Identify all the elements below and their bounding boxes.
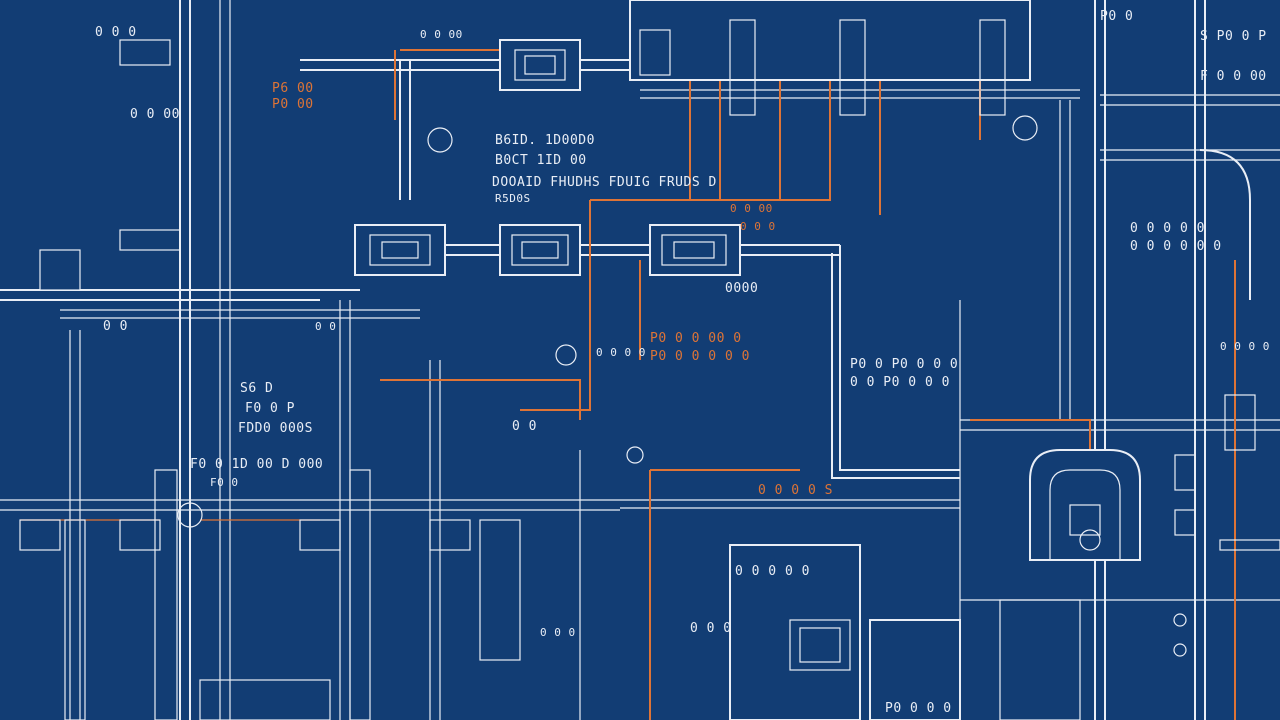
right-elbow <box>1199 149 1251 300</box>
label-title-1: B6ID. 1D00D0 <box>495 133 595 148</box>
label-bottom-small-2: 0 0 0 <box>540 626 576 639</box>
valve-circle <box>626 446 644 464</box>
label-top-left-code: 0 0 0 <box>95 25 137 40</box>
right-top-branch <box>1100 94 1280 106</box>
label-bottom-center-1: 0 0 0 0 0 <box>735 564 810 579</box>
label-title-4: R5D0S <box>495 192 531 205</box>
label-small-tag-1: 0 0 00 <box>420 28 463 41</box>
accent-line-bottom <box>649 469 800 720</box>
label-right-top-3: F 0 0 00 <box>1200 69 1267 84</box>
label-right-mid-2: 0 0 0 0 0 0 <box>1130 239 1222 254</box>
label-orange-tag-2: P0 00 <box>272 97 314 112</box>
label-bottom-left-1: F0 0 1D 00 D 000 <box>190 457 323 472</box>
mid-left-branch <box>60 309 420 319</box>
accent-upper-left <box>394 49 500 120</box>
valve-circle <box>1079 529 1101 551</box>
upper-riser <box>399 60 411 200</box>
lower-left-header <box>0 499 620 511</box>
label-left-group-1: S6 D <box>240 381 273 396</box>
accent-drops <box>779 75 881 215</box>
right-vertical-2 <box>1194 0 1206 720</box>
valve-circle <box>427 127 453 153</box>
label-right-side-1: 0 0 0 0 <box>1220 340 1270 353</box>
label-left-2: 0 0 <box>315 320 336 333</box>
right-gauges <box>1174 394 1280 551</box>
accent-line-top <box>650 74 981 140</box>
label-orange-bottom: 0 0 0 0 S <box>758 483 833 498</box>
valves <box>177 115 1187 657</box>
label-left-group-3: FDD0 000S <box>238 421 313 436</box>
left-vertical-secondary <box>219 0 231 720</box>
valve-circle <box>1173 643 1187 657</box>
mid-right-elbow <box>831 245 960 479</box>
label-right-block-1: P0 0 P0 0 0 0 <box>850 357 958 372</box>
valve-circle <box>1012 115 1038 141</box>
label-bottom-small-3: 0 0 0 0 <box>596 346 646 359</box>
label-title-2: B0CT 1ID 00 <box>495 153 587 168</box>
pump-unit-mid-3 <box>649 224 741 276</box>
tank-right <box>1029 449 1141 561</box>
right-vertical-main <box>1094 0 1106 720</box>
label-right-block-2: 0 0 P0 0 0 0 <box>850 375 950 390</box>
label-mid-tag-2: 0 0 0 <box>740 220 776 233</box>
annotations: 0 0 0 0 0 00 B6ID. 1D00D0 B0CT 1ID 00 DO… <box>95 9 1270 716</box>
accent-line-mid <box>590 75 721 201</box>
accent-line-left <box>520 200 591 411</box>
left-branch-riser <box>69 330 81 720</box>
valve-circle <box>177 502 203 528</box>
column-bank-bottom-left <box>19 469 521 720</box>
label-right-mid-1: 0 0 0 0 0 <box>1130 221 1205 236</box>
valve-circle <box>555 344 577 366</box>
pump-unit-mid-2 <box>499 224 581 276</box>
left-control-panel <box>39 39 181 291</box>
bottom-center-unit <box>729 544 861 720</box>
valve-circle <box>1173 613 1187 627</box>
accent-line-top-loop <box>689 75 831 201</box>
label-center-tag: 0000 <box>725 281 758 296</box>
equipment <box>19 0 1280 720</box>
pump-unit-top <box>499 39 581 91</box>
lower-center-header <box>620 499 960 509</box>
label-bottom-right-1: P0 0 0 0 <box>885 701 952 716</box>
pump-unit-mid-1 <box>354 224 446 276</box>
label-orange-tag-1: P6 00 <box>272 81 314 96</box>
accent-right <box>970 419 1091 460</box>
label-right-top-2: S P0 0 P <box>1200 29 1267 44</box>
right-mid-riser <box>1059 100 1071 420</box>
label-left-group-2: F0 0 P <box>245 401 295 416</box>
right-upper-branch <box>1100 149 1280 161</box>
bottom-right-unit <box>869 599 1081 720</box>
upper-return-line <box>640 89 1080 99</box>
label-orange-center-1: P0 0 0 00 0 <box>650 331 742 346</box>
label-left-1: 0 0 <box>103 319 128 334</box>
accent-lines <box>20 49 1236 720</box>
mid-riser-2 <box>429 360 441 720</box>
label-bottom-small-1: 0 0 <box>512 419 537 434</box>
label-title-3: DOOAID FHUDHS FDUIG FRUDS D <box>492 175 717 190</box>
label-pump-top: 0 0 00 <box>130 107 180 122</box>
label-bottom-center-2: 0 0 0 <box>690 621 732 636</box>
label-orange-center-2: P0 0 0 0 0 0 <box>650 349 750 364</box>
heat-exchanger-top <box>629 0 1031 116</box>
label-mid-tag-1: 0 0 00 <box>730 202 773 215</box>
label-bottom-left-2: F0 0 <box>210 476 239 489</box>
accent-mid-left <box>380 379 581 420</box>
left-vertical-main <box>179 0 191 720</box>
label-right-top-1: P0 0 <box>1100 9 1133 24</box>
lower-right-header <box>960 419 1280 431</box>
